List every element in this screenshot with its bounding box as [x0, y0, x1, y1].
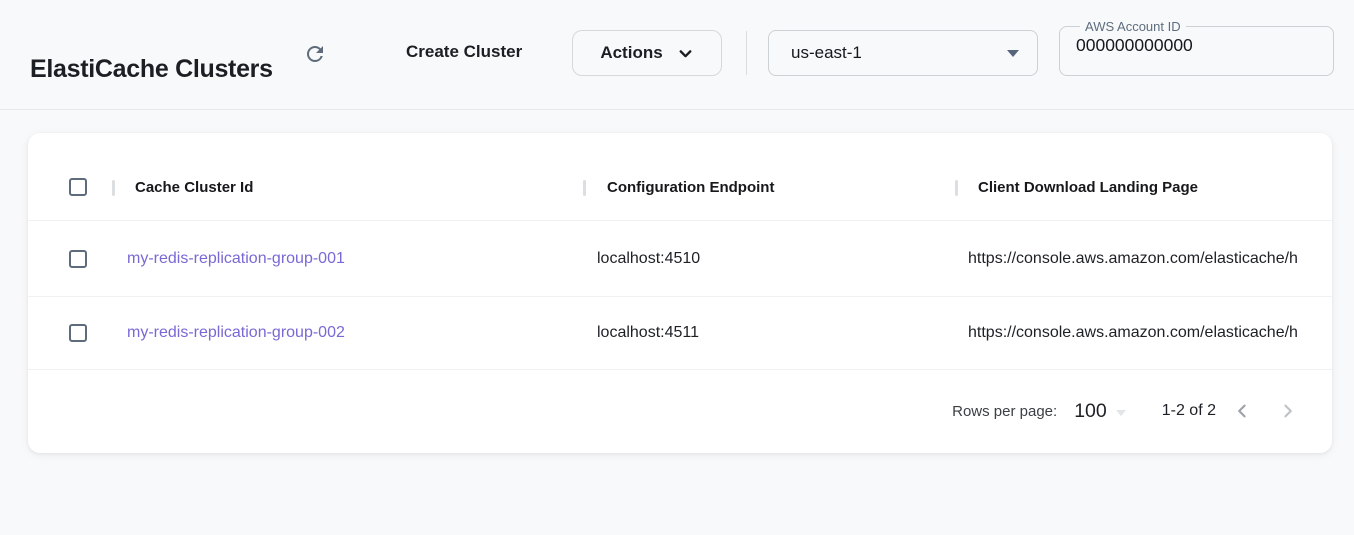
region-select[interactable]: us-east-1 — [768, 30, 1038, 76]
configuration-endpoint-value: localhost:4510 — [597, 249, 701, 267]
page-title: ElastiCache Clusters — [30, 54, 273, 83]
region-select-value: us-east-1 — [791, 43, 862, 62]
table-row: my-redis-replication-group-001 localhost… — [28, 221, 1332, 297]
column-header-cache-cluster-id: Cache Cluster Id — [135, 178, 254, 196]
configuration-endpoint-value: localhost:4511 — [597, 324, 699, 341]
pagination-range-label: 1-2 of 2 — [1161, 402, 1216, 419]
table-row: my-redis-replication-group-002 localhost… — [28, 297, 1332, 370]
create-cluster-button[interactable]: Create Cluster — [406, 42, 523, 61]
select-all-checkbox[interactable] — [69, 178, 87, 196]
rows-per-page-caret-icon — [1115, 410, 1126, 416]
refresh-button[interactable] — [302, 41, 328, 67]
row-checkbox[interactable] — [69, 249, 87, 268]
client-download-landing-page-value: https://console.aws.amazon.com/elasticac… — [968, 324, 1298, 341]
column-resize-handle[interactable] — [955, 180, 958, 196]
chevron-left-icon — [1230, 399, 1254, 423]
header-divider — [746, 31, 747, 75]
actions-button-label: Actions — [600, 43, 663, 62]
column-header-configuration-endpoint: Configuration Endpoint — [607, 178, 775, 196]
row-checkbox[interactable] — [69, 324, 87, 342]
row-checkbox-cell — [28, 249, 113, 268]
table-header-row: Cache Cluster Id Configuration Endpoint … — [28, 154, 1332, 221]
app-header: ElastiCache Clusters Create Cluster Acti… — [0, 0, 1354, 110]
dropdown-caret-icon — [1007, 49, 1019, 57]
chevron-down-icon — [677, 45, 694, 62]
aws-account-id-input[interactable] — [1076, 35, 1316, 56]
previous-page-button[interactable] — [1222, 391, 1262, 431]
column-resize-handle[interactable] — [112, 180, 115, 196]
column-resize-handle[interactable] — [583, 180, 586, 196]
column-header-client-download-landing-page: Client Download Landing Page — [978, 178, 1199, 196]
rows-per-page-label: Rows per page: — [952, 402, 1058, 420]
refresh-icon — [303, 42, 327, 66]
pagination-bar: Rows per page: 100 1-2 of 2 — [28, 370, 1332, 452]
rows-per-page-select[interactable]: 100 — [1074, 400, 1126, 423]
client-download-landing-page-value: https://console.aws.amazon.com/elasticac… — [968, 249, 1298, 267]
cluster-id-link[interactable]: my-redis-replication-group-002 — [127, 324, 345, 341]
next-page-button[interactable] — [1268, 391, 1308, 431]
aws-account-id-label: AWS Account ID — [1085, 19, 1181, 34]
rows-per-page-value: 100 — [1074, 399, 1107, 422]
clusters-table-card: Cache Cluster Id Configuration Endpoint … — [28, 133, 1332, 453]
row-checkbox-cell — [28, 324, 113, 342]
header-checkbox-cell — [28, 178, 113, 196]
chevron-right-icon — [1276, 399, 1300, 423]
actions-button[interactable]: Actions — [572, 30, 722, 76]
cluster-id-link[interactable]: my-redis-replication-group-001 — [127, 249, 345, 267]
aws-account-id-field[interactable]: AWS Account ID — [1059, 20, 1334, 76]
